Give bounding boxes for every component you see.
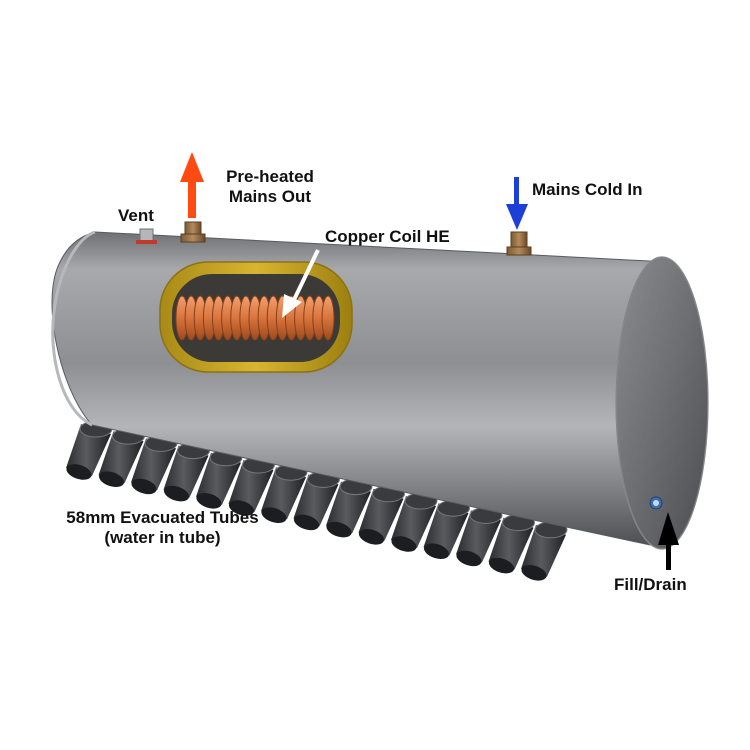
- evacuated-tubes: [66, 420, 568, 581]
- copper-coil-heat-exchanger: [175, 295, 335, 341]
- cutaway-window: [159, 261, 353, 373]
- coil-loop: [321, 295, 335, 341]
- tank-left-cap: [51, 230, 96, 427]
- copper-coil-label: Copper Coil HE: [325, 227, 450, 246]
- tank-body: [51, 231, 685, 546]
- fill-drain-label: Fill/Drain: [614, 575, 687, 594]
- coil-pointer-arrow: [282, 249, 320, 318]
- evacuated-tubes-label: 58mm Evacuated Tubes (water in tube): [30, 508, 295, 548]
- mains-cold-in-label: Mains Cold In: [532, 180, 643, 199]
- evacuated-tube: [521, 521, 568, 581]
- preheated-line2: Mains Out: [228, 187, 312, 206]
- preheated-line1: Pre-heated: [226, 167, 314, 186]
- evacuated-tube: [358, 485, 405, 545]
- fill-drain-arrow: [658, 512, 679, 570]
- fill-drain-fitting: [649, 496, 663, 510]
- vent-label: Vent: [118, 206, 154, 225]
- evacuated-tube: [228, 456, 275, 516]
- tank-right-cap-rim: [615, 256, 709, 550]
- vent-fitting: [136, 228, 157, 244]
- cold-inlet-fitting: [506, 231, 532, 256]
- evacuated-tube: [196, 449, 243, 509]
- preheated-mains-out-label: Pre-heated Mains Out: [210, 167, 330, 207]
- hot-outlet-arrow: [180, 152, 204, 218]
- evacuated-tube: [261, 463, 308, 523]
- hot-outlet-fitting: [180, 221, 206, 243]
- tubes-line1: 58mm Evacuated Tubes: [66, 508, 259, 527]
- tubes-line2: (water in tube): [104, 528, 221, 547]
- evacuated-tube: [456, 506, 503, 567]
- cold-inlet-arrow: [506, 177, 528, 230]
